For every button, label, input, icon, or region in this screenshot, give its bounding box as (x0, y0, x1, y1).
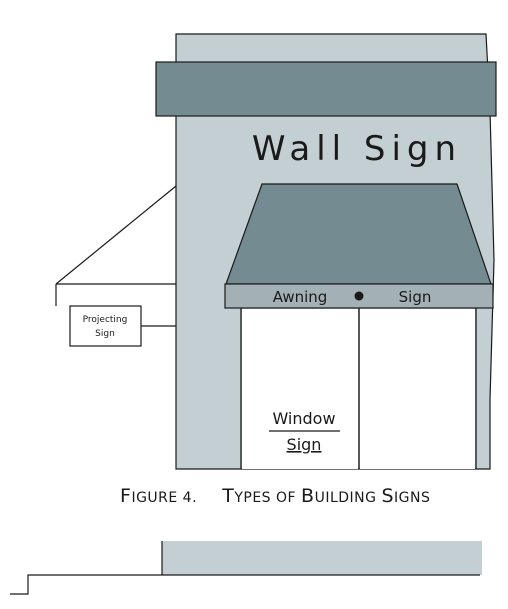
awning-sign-right-text: Sign (399, 288, 432, 306)
caption-title-rest-1: YPES OF (234, 490, 302, 506)
caption-title-initial-2: B (301, 485, 315, 507)
figure-caption: FIGURE 4. TYPES OF BUILDING SIGNS (120, 485, 430, 507)
caption-title-rest-3: IGNS (394, 490, 431, 506)
projecting-sign-line1: Projecting (83, 315, 128, 325)
caption-title-rest-2: UILDING (314, 490, 382, 506)
awning-dot (354, 291, 364, 301)
wall-sign-text: Wall Sign (252, 129, 462, 169)
roof-band (155, 61, 497, 117)
caption-figure-rest: IGURE 4. (131, 490, 198, 506)
projecting-sign-line2: Sign (95, 329, 115, 339)
awning-sign-left-text: Awning (273, 288, 328, 306)
window-left-pane (242, 309, 358, 469)
awning-canopy (225, 183, 492, 285)
projecting-sign-box (69, 305, 142, 347)
lower-wall-fragment (162, 541, 482, 575)
window-right-pane (360, 309, 475, 469)
window-sign-line2: Sign (287, 435, 322, 454)
projecting-bracket-diagonal (55, 185, 177, 285)
caption-title-initial-1: T (222, 485, 235, 507)
window-sign-line1: Window (272, 409, 335, 428)
caption-figure-initial: F (120, 485, 132, 507)
caption-title-initial-3: S (381, 485, 395, 507)
lower-ground-step (10, 574, 480, 595)
